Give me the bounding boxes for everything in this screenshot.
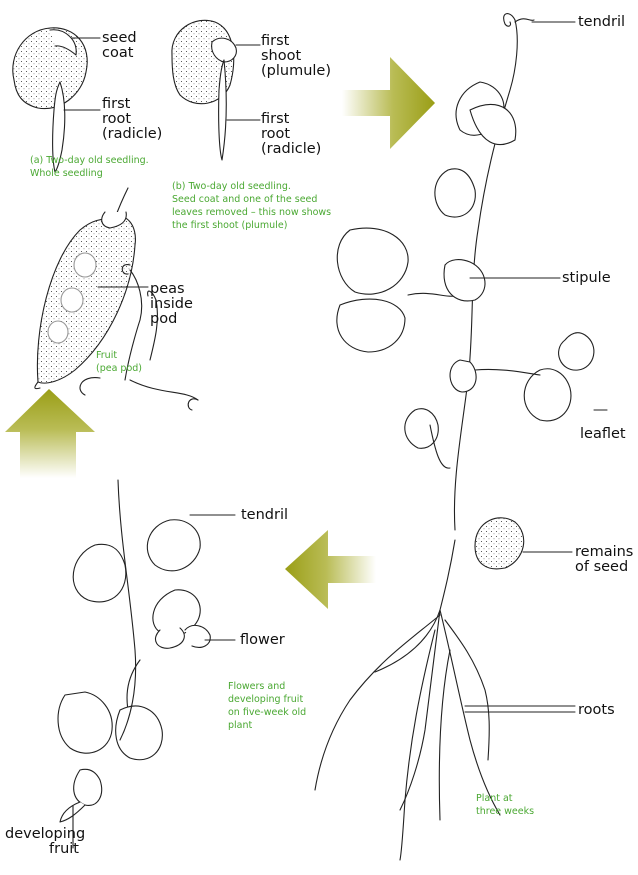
label-first-root-a: first root (radicle) [102,97,162,142]
label-peas-inside-pod: peas inside pod [150,282,193,327]
arrow-up [5,389,95,478]
label-tendril-left: tendril [241,508,288,523]
label-leaflet: leaflet [580,427,626,442]
label-stipule: stipule [562,271,611,286]
arrow-left [285,530,376,609]
caption-flowers: Flowers and developing fruit on five-wee… [228,680,306,732]
label-seed-coat: seed coat [102,31,137,61]
caption-seedling-b: (b) Two-day old seedling. Seed coat and … [172,180,331,232]
label-developing-fruit: developing fruit [5,827,79,857]
label-tendril-top: tendril [578,15,625,30]
label-remains-of-seed: remains of seed [575,545,633,575]
caption-plant: Plant at three weeks [476,792,534,818]
label-first-shoot: first shoot (plumule) [261,34,331,79]
caption-fruit: Fruit (pea pod) [96,349,142,375]
label-flower: flower [240,633,285,648]
seedling-a [13,28,100,172]
label-roots: roots [578,703,615,718]
seedling-b [172,20,260,160]
label-first-root-b: first root (radicle) [261,112,321,157]
pea-plant-three-weeks [315,14,607,860]
arrow-right [342,57,435,149]
caption-seedling-a: (a) Two-day old seedling. Whole seedling [30,154,149,180]
